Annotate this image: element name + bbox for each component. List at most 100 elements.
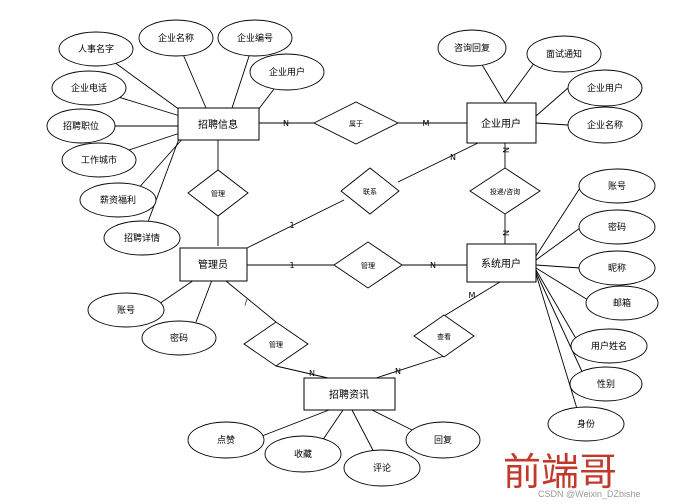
edge-user-email	[535, 267, 589, 301]
card-manage-user-user: N	[430, 261, 436, 270]
relation-apply: 投递/咨询	[469, 167, 541, 215]
watermark: 前端哥 CSDN @Weixin_DZbishe	[503, 450, 641, 499]
attr-user-identity-label: 身份	[577, 418, 595, 430]
relation-manage-news: 管理	[243, 321, 309, 367]
entity-recruit-info-label: 招聘信息	[198, 118, 238, 131]
edge-news-like	[261, 409, 330, 437]
attr-user-identity: 身份	[547, 406, 625, 442]
attr-user-nickname: 昵称	[578, 250, 656, 286]
attr-news-like: 点赞	[187, 421, 265, 459]
relation-manage-user: 管理	[333, 241, 403, 289]
edge-user-view	[443, 281, 501, 317]
relation-manage-info: 管理	[187, 169, 249, 217]
card-manage-user-admin: 1	[289, 261, 294, 270]
edge-user-account	[535, 187, 581, 257]
attr-news-collect: 收藏	[264, 435, 342, 473]
attr-company-user-label: 企业用户	[587, 82, 623, 94]
attr-news-like-label: 点赞	[217, 434, 235, 446]
attr-news-reply-label: 回复	[434, 434, 452, 446]
relation-manage-info-label: 管理	[211, 189, 225, 198]
attr-info-salary: 薪资福利	[79, 182, 157, 218]
attr-user-realname: 用户姓名	[570, 328, 648, 364]
relation-relate: 联系	[340, 167, 400, 215]
edge-admin-manage-news	[225, 280, 277, 323]
card-relate-admin: 1	[289, 221, 294, 230]
attr-info-company-user: 企业用户	[249, 53, 325, 91]
attr-info-city: 工作城市	[61, 142, 137, 178]
attr-company-user: 企业用户	[567, 69, 643, 107]
edge-company-user	[535, 87, 569, 117]
attributes: 人事名字 企业名称 企业编号 企业用户 企业电话 招聘职位 工作城市 薪资福利	[46, 19, 659, 487]
card-apply-user: N	[501, 230, 510, 236]
relation-view-label: 查看	[437, 332, 451, 341]
attr-admin-password: 密码	[141, 320, 217, 356]
entity-company-user: 企业用户	[466, 102, 537, 144]
entity-recruit-info: 招聘信息	[177, 107, 260, 141]
attr-info-company-user-label: 企业用户	[269, 66, 305, 78]
attr-info-position-label: 招聘职位	[63, 120, 99, 132]
card-apply-company: N	[501, 147, 510, 153]
attr-news-collect-label: 收藏	[294, 448, 312, 460]
attr-user-password-label: 密码	[608, 221, 626, 233]
entity-admin-label: 管理员	[198, 258, 228, 271]
attr-admin-account-label: 账号	[117, 305, 135, 316]
attr-company-name-label: 企业名称	[587, 119, 623, 131]
edge-manage-news-news	[275, 365, 329, 379]
attr-company-interview: 面试通知	[526, 35, 602, 73]
watermark-credit: CSDN @Weixin_DZbishe	[538, 489, 641, 499]
attr-admin-password-label: 密码	[170, 332, 188, 344]
attr-info-position: 招聘职位	[46, 108, 116, 144]
attr-user-gender: 性别	[569, 366, 643, 402]
edge-company-interview	[504, 57, 539, 104]
relation-apply-label: 投递/咨询	[490, 187, 520, 196]
edge-user-gender	[535, 271, 586, 379]
attr-info-city-label: 工作城市	[81, 154, 117, 166]
entities: 招聘信息 企业用户 管理员 系统用户 招聘资讯	[177, 102, 537, 411]
card-view-news: N	[395, 367, 401, 376]
attr-info-phone-label: 企业电话	[71, 82, 107, 94]
entity-recruit-news-label: 招聘资讯	[329, 388, 369, 401]
edge-user-password	[535, 227, 581, 261]
cardinality-labels: N M N 1 N N 1 N / N M N	[245, 119, 510, 378]
attr-info-company-no-label: 企业编号	[237, 32, 273, 44]
attr-user-email: 邮箱	[585, 285, 659, 321]
attr-info-company-name: 企业名称	[138, 19, 214, 57]
entity-system-user: 系统用户	[466, 243, 537, 283]
attr-info-company-name-label: 企业名称	[158, 32, 194, 44]
card-manage-news-news: N	[309, 369, 315, 378]
card-manage-news-admin: /	[245, 298, 248, 307]
card-belongs-left: N	[283, 119, 289, 128]
attr-user-email-label: 邮箱	[613, 297, 631, 309]
attr-info-hr-name: 人事名字	[58, 31, 134, 67]
attr-info-phone: 企业电话	[51, 70, 127, 106]
attr-info-hr-name-label: 人事名字	[78, 43, 114, 55]
attr-info-company-no: 企业编号	[217, 19, 293, 57]
attr-user-password: 密码	[578, 209, 656, 245]
entity-admin: 管理员	[179, 247, 248, 282]
attr-news-reply: 回复	[405, 421, 481, 459]
attr-user-account: 账号	[578, 168, 656, 204]
entity-system-user-label: 系统用户	[481, 257, 521, 270]
entity-company-user-label: 企业用户	[481, 117, 521, 130]
relation-view: 查看	[413, 314, 475, 358]
relation-manage-user-label: 管理	[361, 261, 375, 270]
attr-user-account-label: 账号	[608, 181, 626, 192]
edge-admin-password	[195, 279, 213, 323]
entity-recruit-news: 招聘资讯	[303, 377, 396, 411]
edge-user-realname	[535, 269, 579, 343]
edge-news-comment	[351, 409, 377, 457]
relation-belongs-label: 属于	[349, 120, 363, 128]
attr-news-comment: 评论	[343, 449, 421, 487]
attr-user-realname-label: 用户姓名	[591, 340, 627, 352]
relationships: 属于 管理 联系 投递/咨询 管理 管理 查看	[187, 101, 541, 367]
attr-admin-account: 账号	[87, 292, 165, 328]
edge-admin-account	[155, 279, 195, 307]
watermark-brand: 前端哥	[503, 450, 617, 494]
attr-user-gender-label: 性别	[597, 378, 615, 390]
attr-company-interview-label: 面试通知	[546, 48, 582, 60]
attr-company-reply-label: 咨询回复	[454, 42, 490, 54]
relation-belongs: 属于	[312, 101, 400, 145]
edge-user-nickname	[535, 264, 581, 269]
card-view-user: M	[469, 291, 476, 300]
